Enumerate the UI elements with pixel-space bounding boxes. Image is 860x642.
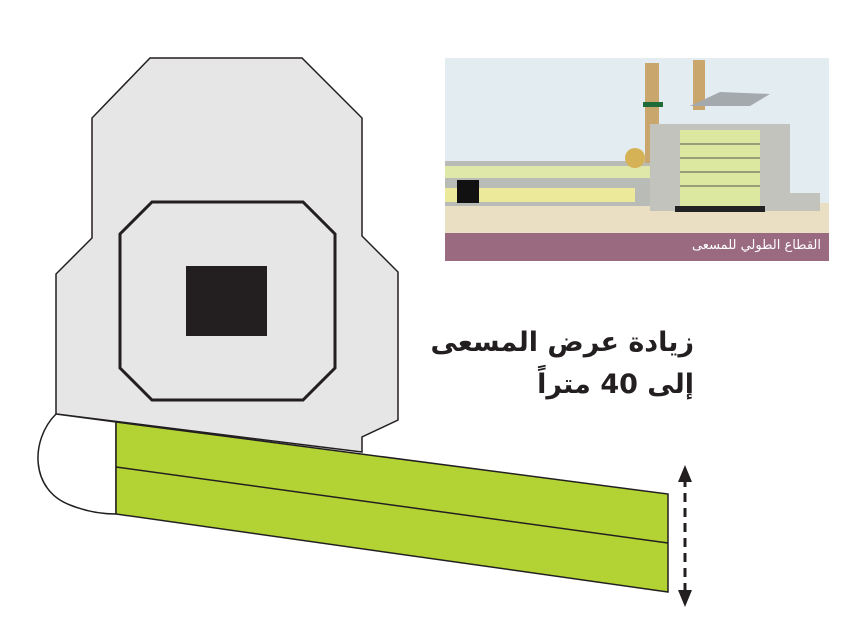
heading: زيادة عرض المسعى إلى 40 متراً <box>430 322 694 406</box>
width-arrow <box>678 465 692 607</box>
masaa-area <box>115 421 669 593</box>
section-caption: القطاع الطولي للمسعى <box>445 233 829 261</box>
kaaba <box>186 266 267 336</box>
masaa-end-curve <box>37 413 117 515</box>
heading-line-2: إلى 40 متراً <box>537 369 694 400</box>
heading-line-1: زيادة عرض المسعى <box>430 327 694 358</box>
section-drawing <box>445 60 829 238</box>
longitudinal-section-image: القطاع الطولي للمسعى <box>445 58 829 261</box>
masaa-divider <box>115 466 669 544</box>
